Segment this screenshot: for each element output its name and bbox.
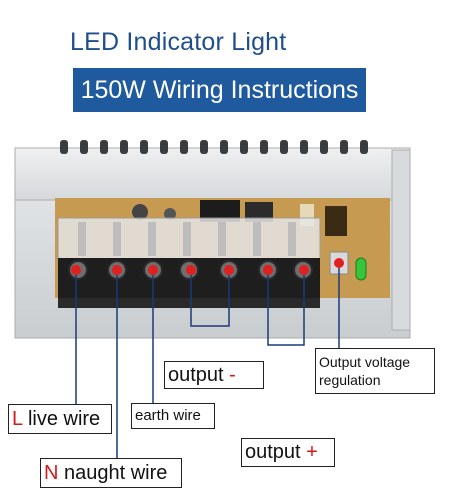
- terminal-n-marker: [112, 265, 122, 275]
- naught-wire-label: N naught wire: [40, 458, 182, 488]
- live-mark: L: [12, 408, 23, 430]
- leader-output-plus: [267, 275, 305, 346]
- voltage-regulation-label: Output voltage regulation: [315, 348, 435, 394]
- terminal-out-minus-2-marker: [224, 265, 234, 275]
- live-wire-label: L live wire: [8, 404, 112, 434]
- terminal-block: [57, 217, 321, 308]
- terminal-out-minus-1-marker: [186, 265, 196, 275]
- output-minus-label: output -: [164, 361, 264, 389]
- naught-text: naught wire: [58, 462, 168, 484]
- led-indicator-icon: [355, 257, 367, 281]
- terminal-l-marker: [71, 265, 81, 275]
- leader-output-minus: [190, 275, 230, 327]
- terminal-earth-marker: [148, 265, 158, 275]
- page-title: LED Indicator Light: [70, 28, 287, 56]
- output-plus-sign: +: [306, 441, 318, 463]
- terminal-out-plus-1-marker: [263, 265, 273, 275]
- output-minus-text: output: [168, 364, 230, 386]
- voltage-line1: Output voltage: [319, 354, 411, 370]
- output-plus-text: output: [245, 441, 307, 463]
- voltage-adjust-marker: [334, 258, 344, 268]
- voltage-line2: regulation: [319, 372, 381, 388]
- earth-wire-label: earth wire: [131, 403, 215, 429]
- live-text: live wire: [22, 408, 101, 430]
- wiring-banner: 150W Wiring Instructions: [73, 68, 366, 112]
- naught-mark: N: [44, 462, 59, 484]
- output-plus-label: output +: [241, 438, 335, 467]
- terminal-out-plus-2-marker: [299, 265, 309, 275]
- output-minus-sign: -: [229, 364, 236, 386]
